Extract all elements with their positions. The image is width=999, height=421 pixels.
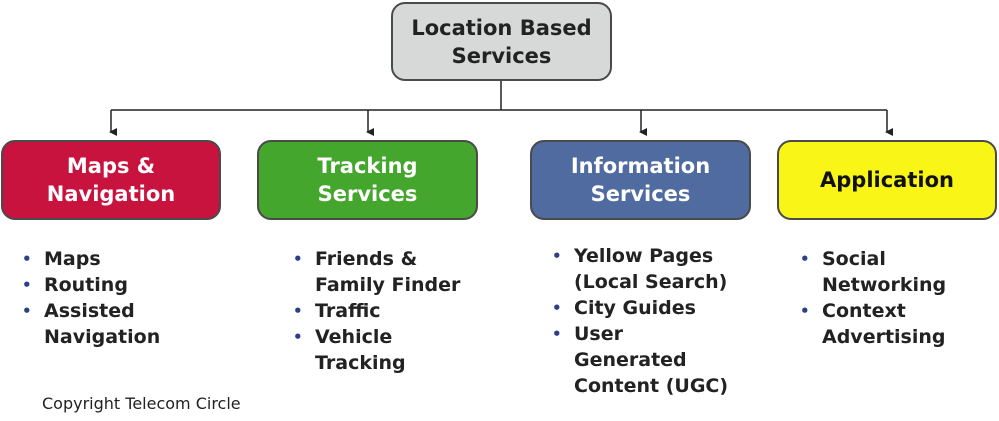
list-item: •Context Advertising [800,300,946,348]
maps-navigation-list: •Maps •Routing •Assisted Navigation [20,246,160,350]
category-tracking-services: Tracking Services [257,140,478,220]
category-title-line2: Navigation [46,182,176,206]
list-item: •User Generated Content (UGC) [552,323,729,397]
category-title-line1: Tracking [317,154,418,178]
copyright-text: Copyright Telecom Circle [42,394,241,413]
category-information-services: Information Services [530,140,751,220]
information-services-list: •Yellow Pages (Local Search) •City Guide… [550,243,728,399]
bullet-icon: • [293,250,303,268]
bullet-icon: • [293,302,303,320]
category-title-line1: Application [820,168,954,192]
bullet-icon: • [800,302,810,320]
bullet-icon: • [552,299,562,317]
tracking-services-list: •Friends & Family Finder •Traffic •Vehic… [291,246,460,376]
category-title-line2: Services [317,182,418,206]
list-item: •Routing [22,274,128,296]
list-item: •Friends & Family Finder [293,248,461,296]
bullet-icon: • [800,250,810,268]
category-application: Application [777,140,997,220]
list-item: •Social Networking [800,248,947,296]
root-title-line1: Location Based [411,15,592,40]
bullet-icon: • [22,250,32,268]
bullet-icon: • [552,247,562,265]
list-item: •Vehicle Tracking [293,326,406,374]
list-item: •Yellow Pages (Local Search) [552,245,728,293]
category-title-line2: Services [590,182,691,206]
category-maps-navigation: Maps & Navigation [1,140,221,220]
bullet-icon: • [22,276,32,294]
bullet-icon: • [22,302,32,320]
bullet-icon: • [552,325,562,343]
category-title-line1: Maps & [66,154,156,178]
list-item: •Traffic [293,300,381,322]
application-list: •Social Networking •Context Advertising [798,246,946,350]
root-node: Location Based Services [391,2,612,81]
root-title-line2: Services [451,43,552,68]
list-item: •Maps [22,248,101,270]
bullet-icon: • [293,328,303,346]
list-item: •City Guides [552,297,696,319]
list-item: •Assisted Navigation [22,300,161,348]
category-title-line1: Information [570,154,711,178]
